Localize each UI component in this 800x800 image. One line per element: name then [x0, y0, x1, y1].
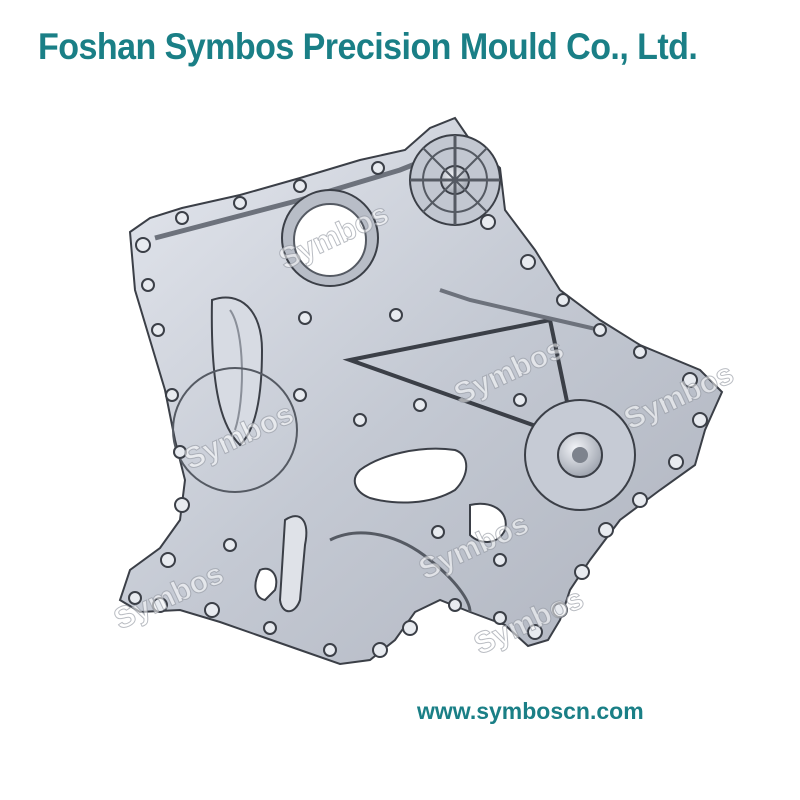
bolt-holes — [128, 161, 708, 658]
vent-wheel — [409, 134, 501, 226]
seal-bore-hole — [293, 203, 367, 277]
website-url[interactable]: www.symboscn.com — [417, 698, 644, 724]
triangle-rib — [342, 317, 578, 444]
lower-slot — [278, 515, 308, 613]
company-title: Foshan Symbos Precision Mould Co., Ltd. — [38, 26, 698, 67]
left-channel — [210, 296, 264, 447]
left-pocket — [172, 367, 298, 493]
casting-body — [118, 116, 724, 666]
center-cutout — [353, 447, 468, 504]
